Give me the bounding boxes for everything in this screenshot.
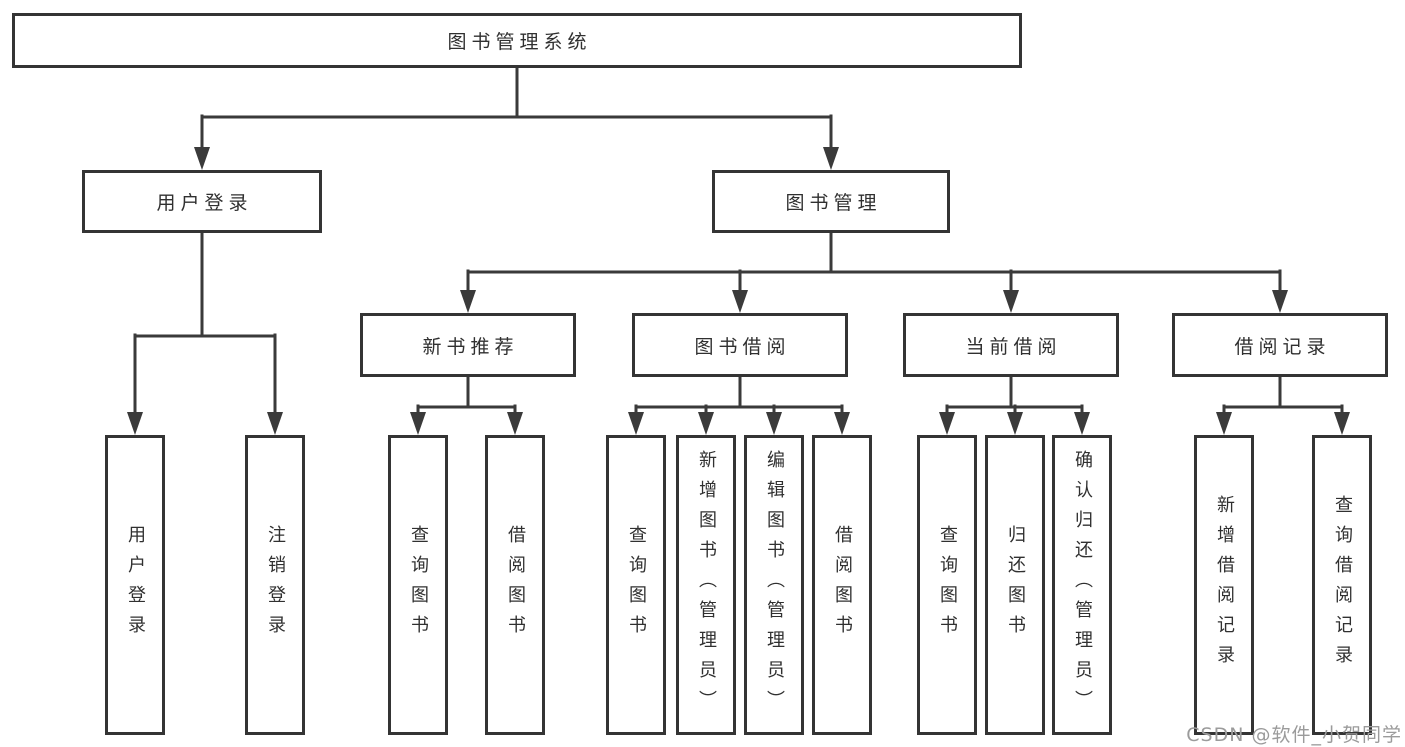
node-label: 借阅记录 [1234, 335, 1331, 358]
arrowhead-icon [834, 412, 850, 435]
arrowhead-icon [823, 147, 839, 170]
edge-bookmgmt-to-level3 [466, 231, 1282, 298]
node-label: 确认归还（管理员） [1072, 450, 1093, 720]
node-current-borrowing: 当前借阅 [903, 313, 1119, 377]
node-borrowing-records: 借阅记录 [1172, 313, 1388, 377]
arrowheads [127, 147, 1350, 435]
arrowhead-icon [939, 412, 955, 435]
node-library-management-system: 图书管理系统 [12, 13, 1022, 68]
node-label: 新书推荐 [422, 335, 519, 358]
leaf-query-books: 查询图书 [388, 435, 448, 735]
leaf-query-books: 查询图书 [606, 435, 666, 735]
edge-userlogin-to-leaves [133, 231, 277, 420]
node-label: 查询图书 [408, 525, 429, 645]
node-label: 用户登录 [125, 525, 146, 645]
arrowhead-icon [732, 290, 748, 313]
node-new-book-recommend: 新书推荐 [360, 313, 576, 377]
edge-bookborrow-to-leaves [634, 375, 844, 420]
leaf-borrow-books: 借阅图书 [485, 435, 545, 735]
arrowhead-icon [194, 147, 210, 170]
node-label: 查询图书 [937, 525, 958, 645]
edge-root-to-level2 [200, 66, 833, 152]
node-label: 图书管理系统 [447, 31, 592, 53]
arrowhead-icon [267, 412, 283, 435]
arrowhead-icon [1334, 412, 1350, 435]
leaf-query-books: 查询图书 [917, 435, 977, 735]
node-label: 图书借阅 [694, 335, 791, 358]
leaf-borrow-books: 借阅图书 [812, 435, 872, 735]
tree-edges [133, 66, 1344, 420]
arrowhead-icon [698, 412, 714, 435]
leaf-add-borrow-record: 新增借阅记录 [1194, 435, 1254, 735]
leaf-query-borrow-record: 查询借阅记录 [1312, 435, 1372, 735]
arrowhead-icon [1272, 290, 1288, 313]
node-label: 查询借阅记录 [1332, 495, 1353, 675]
arrowhead-icon [766, 412, 782, 435]
arrowhead-icon [507, 412, 523, 435]
node-book-borrowing: 图书借阅 [632, 313, 848, 377]
node-label: 新增图书（管理员） [696, 450, 717, 720]
node-label: 借阅图书 [505, 525, 526, 645]
arrowhead-icon [1007, 412, 1023, 435]
edge-borrowrecords-to-leaves [1222, 375, 1344, 420]
csdn-watermark: CSDN @软件_小贺同学 [1186, 724, 1402, 746]
arrowhead-icon [410, 412, 426, 435]
edge-currentborrow-to-leaves [945, 375, 1084, 420]
arrowhead-icon [1216, 412, 1232, 435]
node-label: 借阅图书 [832, 525, 853, 645]
arrowhead-icon [127, 412, 143, 435]
leaf-return-books: 归还图书 [985, 435, 1045, 735]
leaf-user-login: 用户登录 [105, 435, 165, 735]
node-label: 注销登录 [265, 525, 286, 645]
node-label: 新增借阅记录 [1214, 495, 1235, 675]
node-label: 编辑图书（管理员） [764, 450, 785, 720]
arrowhead-icon [1074, 412, 1090, 435]
arrowhead-icon [460, 290, 476, 313]
leaf-logout: 注销登录 [245, 435, 305, 735]
node-label: 当前借阅 [965, 335, 1062, 358]
node-user-login: 用户登录 [82, 170, 322, 233]
leaf-add-books-admin: 新增图书（管理员） [676, 435, 736, 735]
arrowhead-icon [1003, 290, 1019, 313]
node-label: 查询图书 [626, 525, 647, 645]
node-label: 归还图书 [1005, 525, 1026, 645]
leaf-edit-books-admin: 编辑图书（管理员） [744, 435, 804, 735]
edge-newbook-to-leaves [416, 375, 517, 420]
arrowhead-icon [628, 412, 644, 435]
node-label: 图书管理 [785, 192, 882, 214]
node-label: 用户登录 [156, 192, 253, 214]
leaf-confirm-return-admin: 确认归还（管理员） [1052, 435, 1112, 735]
node-book-management: 图书管理 [712, 170, 950, 233]
